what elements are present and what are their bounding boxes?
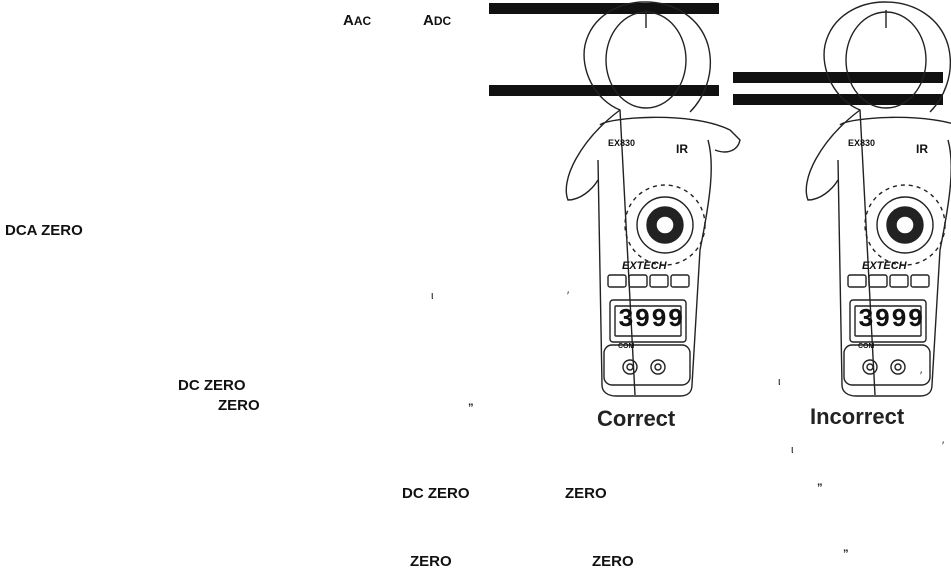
meter-ir-label: IR bbox=[916, 142, 928, 156]
tick-mark: ι bbox=[431, 290, 434, 302]
accent-mark: ′ bbox=[942, 440, 945, 452]
zero-label-last-1: ZERO bbox=[410, 553, 452, 570]
conductor-bar bbox=[489, 3, 719, 14]
aac-label: AAC bbox=[343, 12, 372, 29]
conductor-bar bbox=[489, 85, 719, 96]
meter-display-value: 3999 bbox=[618, 304, 685, 334]
meter-brand: EXTECH bbox=[862, 260, 907, 272]
adc-label: ADC bbox=[423, 12, 452, 29]
accent-mark: ′ bbox=[567, 290, 570, 302]
quote-mark: ” bbox=[468, 402, 474, 414]
zero-label-last-2: ZERO bbox=[592, 553, 634, 570]
dc-zero-label: DC ZERO bbox=[178, 377, 246, 394]
conductor-bar bbox=[733, 72, 943, 83]
zero-label-bottom: ZERO bbox=[565, 485, 607, 502]
meter-brand: EXTECH bbox=[622, 260, 667, 272]
meter-com: COM bbox=[858, 343, 875, 350]
quote-mark: ” bbox=[817, 482, 823, 494]
dc-zero-label-bottom: DC ZERO bbox=[402, 485, 470, 502]
caption-incorrect: Incorrect bbox=[810, 404, 905, 429]
clamp-meter-incorrect bbox=[805, 1, 951, 397]
accent-mark: ′ bbox=[920, 370, 923, 382]
meter-com: COM bbox=[618, 343, 635, 350]
conductor-bar bbox=[733, 94, 943, 105]
dca-zero-label: DCA ZERO bbox=[5, 222, 83, 239]
meter-model: EX830 bbox=[608, 138, 636, 148]
meter-display-value: 3999 bbox=[858, 304, 925, 334]
quote-mark: ” bbox=[843, 548, 849, 560]
caption-correct: Correct bbox=[597, 406, 676, 431]
meter-model: EX830 bbox=[848, 138, 876, 148]
clamp-meter-correct bbox=[565, 1, 741, 397]
meter-ir-label: IR bbox=[676, 142, 688, 156]
tick-mark: ι bbox=[791, 444, 794, 456]
zero-label: ZERO bbox=[218, 397, 260, 414]
tick-mark: ι bbox=[778, 376, 781, 388]
